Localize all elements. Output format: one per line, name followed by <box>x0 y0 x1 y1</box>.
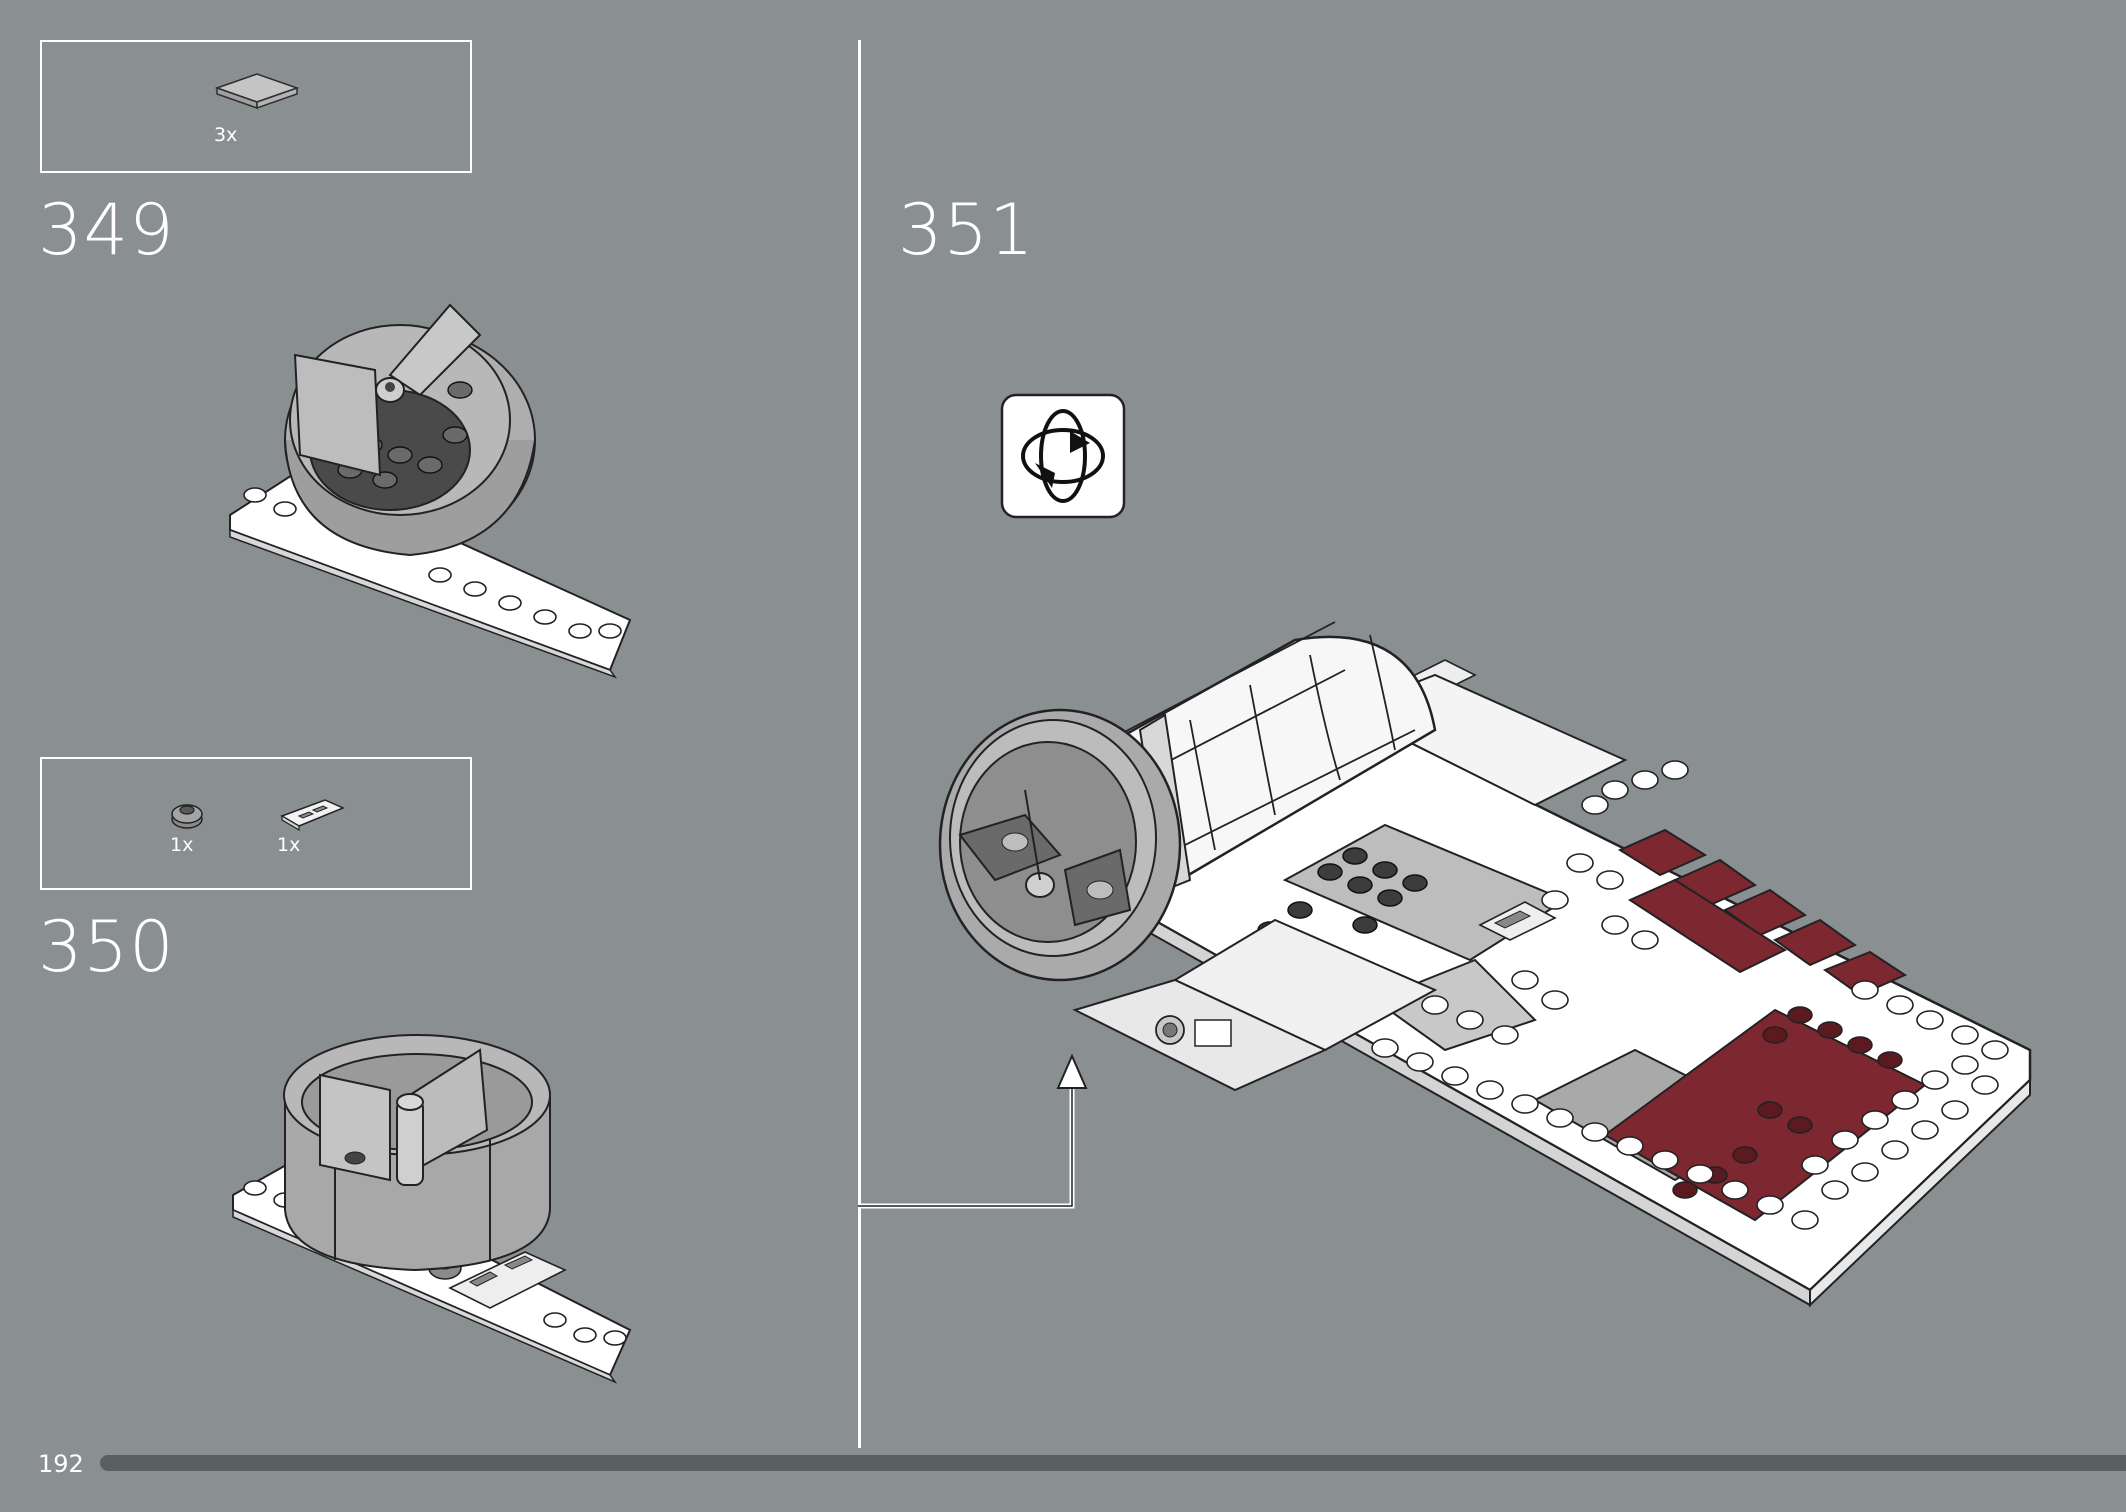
step-number-350: 350 <box>38 906 175 988</box>
column-divider <box>858 40 861 1448</box>
part-quantity: 1x <box>170 834 194 856</box>
round-plate-icon <box>171 804 203 829</box>
step-351-assembly-drawing <box>938 621 2032 1308</box>
part-quantity: 3x <box>214 124 238 146</box>
rotate-model-icon <box>1000 393 1126 519</box>
step-350-assembly-drawing <box>232 1034 632 1384</box>
tile-2x2-icon <box>214 73 300 110</box>
step-number-351: 351 <box>898 189 1035 271</box>
parts-callout-349: 3x <box>40 40 472 173</box>
part-quantity: 1x <box>277 834 301 856</box>
parts-callout-350: 1x 1x <box>40 757 472 890</box>
assembly-callout-arrow <box>858 1053 1088 1209</box>
progress-bar <box>100 1455 2126 1471</box>
grille-tile-icon <box>280 799 345 832</box>
page-number: 192 <box>38 1450 84 1478</box>
step-number-349: 349 <box>38 189 175 271</box>
step-349-assembly-drawing <box>229 303 632 679</box>
